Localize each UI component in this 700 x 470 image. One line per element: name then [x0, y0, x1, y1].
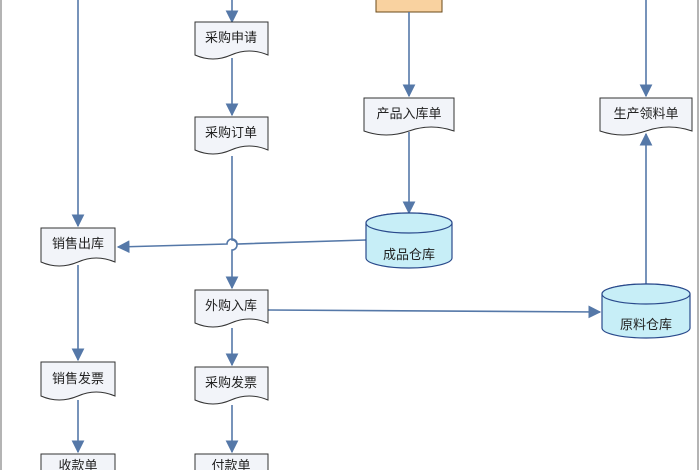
doc-node-production-requisition: 生产领料单	[599, 97, 693, 136]
top-process-box	[375, 0, 443, 13]
doc-node-sales-invoice: 销售发票	[40, 361, 116, 401]
node-label-payment: 付款单	[211, 459, 250, 470]
document-shape-icon	[194, 366, 269, 405]
node-label-receipt: 收款单	[58, 459, 97, 470]
node-label-purchase-request: 采购申请	[205, 30, 257, 46]
document-shape-icon	[194, 453, 269, 470]
doc-node-purchase-request: 采购申请	[194, 21, 269, 60]
node-label-raw-material-warehouse: 原料仓库	[620, 317, 672, 333]
node-label-purchase-order: 采购订单	[205, 125, 257, 141]
document-shape-icon	[363, 97, 455, 136]
node-label-sales-outbound: 销售出库	[52, 236, 104, 252]
document-shape-icon	[194, 116, 269, 155]
doc-node-purchase-order: 采购订单	[194, 116, 269, 155]
doc-node-payment: 付款单	[194, 453, 269, 470]
db-node-raw-material-warehouse: 原料仓库	[601, 283, 691, 339]
document-shape-icon	[194, 21, 269, 60]
node-label-purchase-invoice: 采购发票	[205, 375, 257, 391]
node-label-external-inbound: 外购入库	[205, 298, 257, 314]
doc-node-external-inbound: 外购入库	[194, 289, 269, 328]
document-shape-icon	[40, 453, 116, 470]
node-label-product-inbound: 产品入库单	[376, 106, 441, 122]
node-label-production-requisition: 生产领料单	[613, 107, 678, 122]
arrow-order-to-inbound	[225, 156, 239, 290]
doc-node-receipt: 收款单	[40, 453, 116, 470]
document-shape-icon	[599, 97, 693, 136]
document-shape-icon	[194, 289, 269, 328]
arrow-finished-warehouse-to-sales-outbound	[116, 238, 367, 254]
doc-node-sales-outbound: 销售出库	[40, 227, 116, 267]
arrow-inbound-to-raw-warehouse	[267, 305, 602, 319]
db-node-finished-goods-warehouse: 成品仓库	[365, 212, 453, 269]
doc-node-product-inbound: 产品入库单	[363, 97, 455, 136]
doc-node-purchase-invoice: 采购发票	[194, 366, 269, 405]
node-label-sales-invoice: 销售发票	[52, 371, 104, 387]
document-shape-icon	[40, 227, 116, 267]
connectors	[71, 0, 653, 454]
document-shape-icon	[40, 361, 116, 401]
node-label-finished-goods-warehouse: 成品仓库	[383, 247, 435, 263]
